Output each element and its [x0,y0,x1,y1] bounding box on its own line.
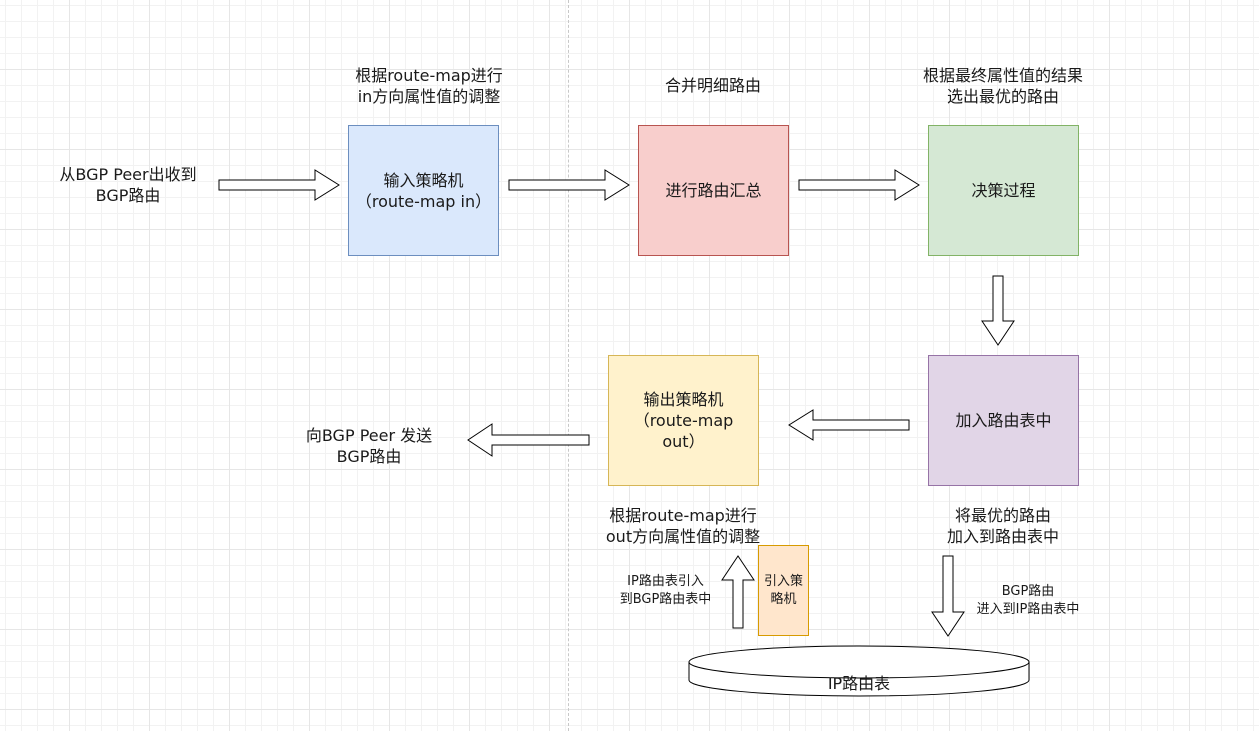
out-adjust-label: 根据route-map进行 out方向属性值的调整 [605,506,761,546]
divider-line [568,0,569,731]
arrow-decision-to-table [981,275,1015,346]
send-to-peer-label: 向BGP Peer 发送 BGP路由 [305,426,433,466]
route-summary-node: 进行路由汇总 [638,125,789,256]
import-policy-label: 引入策 略机 [763,573,803,607]
arrow-table-to-output [788,409,910,441]
decision-label: 决策过程 [971,181,1036,200]
arrow-ip-import-up [721,555,755,629]
arrow-output-to-peer [467,423,590,457]
best-to-table-label: 将最优的路由 加入到路由表中 [946,506,1059,546]
ip-route-table-disk-top [688,645,1030,679]
route-summary-label: 进行路由汇总 [665,181,762,200]
in-adjust-label: 根据route-map进行 in方向属性值的调整 [355,66,503,106]
bgp-to-ip-label: BGP路由 进入到IP路由表中 [976,584,1080,617]
add-route-table-label: 加入路由表中 [955,411,1052,430]
merge-detail-label: 合并明细路由 [664,76,761,95]
input-policy-label: 输入策略机 （route-map in） [355,170,492,211]
receive-from-peer-label: 从BGP Peer出收到 BGP路由 [59,165,197,205]
arrow-bgp-into-ip [931,555,965,637]
output-policy-label: 输出策略机 （route-map out） [633,390,734,451]
import-policy-node: 引入策 略机 [758,545,809,636]
decision-node: 决策过程 [928,125,1079,256]
select-best-label: 根据最终属性值的结果 选出最优的路由 [922,66,1083,106]
input-policy-node: 输入策略机 （route-map in） [348,125,499,256]
ip-import-label: IP路由表引入 到BGP路由表中 [619,574,712,607]
arrow-summary-to-decision [798,169,920,201]
output-policy-node: 输出策略机 （route-map out） [608,355,759,486]
ip-route-table-label: IP路由表 [827,674,891,693]
arrow-input-to-summary [508,169,630,201]
add-route-table-node: 加入路由表中 [928,355,1079,486]
arrow-peer-to-input [218,169,340,201]
